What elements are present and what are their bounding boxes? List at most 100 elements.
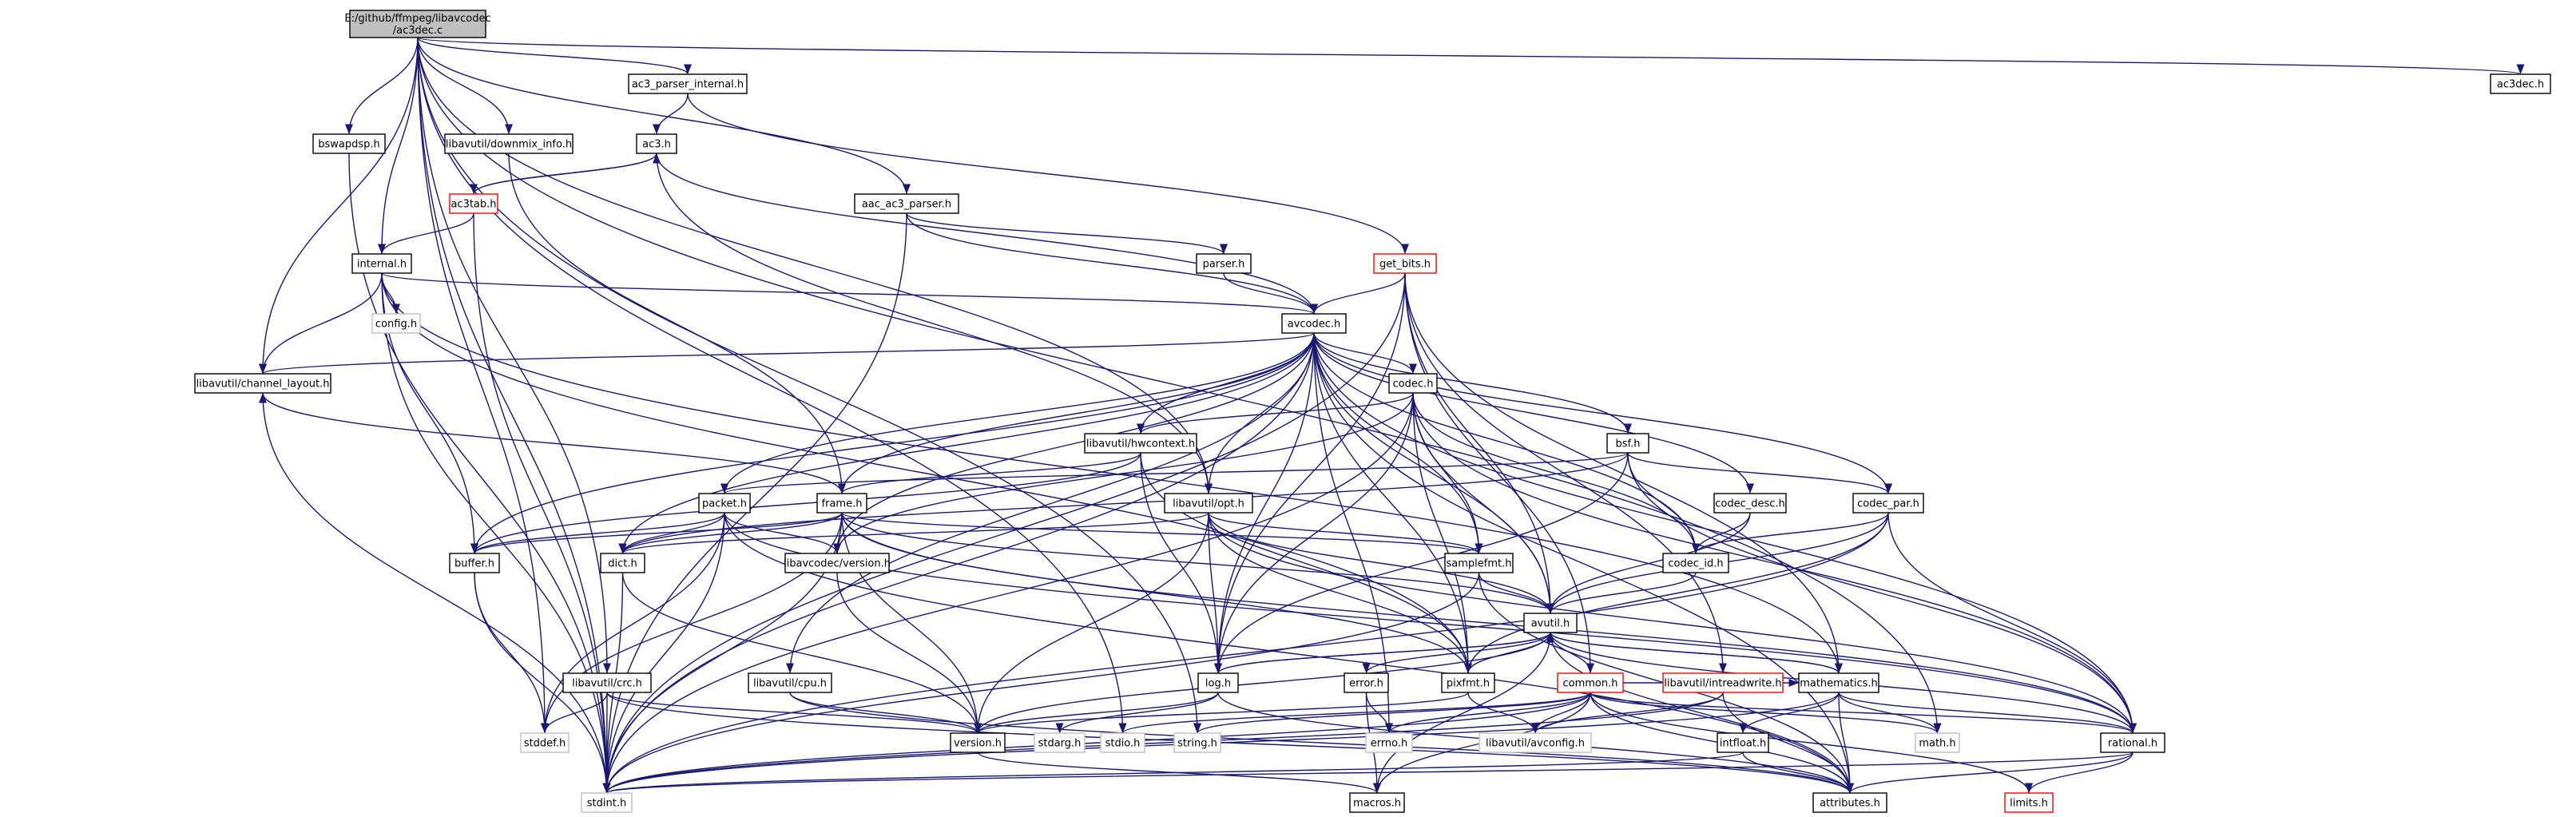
- node-attributes[interactable]: attributes.h: [1812, 792, 1887, 813]
- edge-frame-to-samplefmt: [841, 512, 1483, 554]
- node-crc[interactable]: libavutil/crc.h: [562, 672, 652, 693]
- edge-common-to-stdio: [1118, 692, 1591, 734]
- node-config[interactable]: config.h: [371, 313, 421, 334]
- node-math[interactable]: math.h: [1915, 732, 1960, 753]
- node-stdarg[interactable]: stdarg.h: [1034, 732, 1086, 753]
- node-intfloat[interactable]: intfloat.h: [1717, 732, 1769, 753]
- node-codec_desc[interactable]: codec_desc.h: [1713, 493, 1787, 514]
- node-packet[interactable]: packet.h: [698, 493, 751, 514]
- edge-ac3_h-to-avcodec: [656, 153, 1318, 315]
- node-box: [1798, 672, 1879, 693]
- node-label: attributes.h: [1820, 798, 1880, 810]
- edge-ac3tab-to-stdint: [473, 212, 611, 794]
- node-cpu[interactable]: libavutil/cpu.h: [748, 672, 832, 693]
- edge-crc-to-version: [606, 692, 982, 734]
- edge-cpu-to-attributes: [789, 692, 1854, 794]
- edge-opt-to-dict: [618, 512, 1209, 554]
- node-frame[interactable]: frame.h: [816, 493, 867, 514]
- node-avcodec[interactable]: avcodec.h: [1281, 313, 1347, 334]
- edge-codec-to-stdint: [602, 392, 1414, 794]
- node-hwcontext[interactable]: libavutil/hwcontext.h: [1084, 433, 1197, 454]
- edge-frame-to-channel_layout: [259, 392, 843, 494]
- edge-frame-to-pixfmt: [841, 512, 1472, 674]
- edge-opt-to-log: [1208, 512, 1223, 674]
- node-string[interactable]: string.h: [1173, 732, 1221, 753]
- edge-mathematics-to-rational: [1838, 692, 2137, 734]
- node-box: [1196, 253, 1252, 274]
- edge-packet-to-dict: [618, 512, 725, 554]
- node-avconfig[interactable]: libavutil/avconfig.h: [1479, 732, 1592, 753]
- edge-avutil-to-macros: [1372, 632, 1551, 794]
- node-version[interactable]: version.h: [950, 732, 1006, 753]
- node-label: mathematics.h: [1800, 678, 1878, 690]
- node-ac3_parser_internal[interactable]: ac3_parser_internal.h: [628, 73, 748, 94]
- node-box: [816, 493, 867, 514]
- node-box: [1662, 672, 1784, 693]
- node-mathematics[interactable]: mathematics.h: [1798, 672, 1879, 693]
- node-common[interactable]: common.h: [1557, 672, 1624, 693]
- node-box: [1034, 732, 1086, 753]
- node-stddef[interactable]: stddef.h: [520, 732, 570, 753]
- node-macros[interactable]: macros.h: [1349, 792, 1405, 813]
- node-errno[interactable]: errno.h: [1365, 732, 1413, 753]
- edge-root-to-ac3_parser_internal: [417, 37, 692, 75]
- node-bsf[interactable]: bsf.h: [1606, 433, 1649, 454]
- node-pixfmt[interactable]: pixfmt.h: [1441, 672, 1495, 693]
- node-samplefmt[interactable]: samplefmt.h: [1444, 553, 1514, 573]
- edge-opt-to-rational: [1208, 512, 2137, 734]
- node-box: [1388, 373, 1438, 394]
- node-parser[interactable]: parser.h: [1196, 253, 1252, 274]
- node-lavc_version[interactable]: libavcodec/version.h: [784, 553, 891, 573]
- node-label: E:/github/ffmpeg/libavcodec: [344, 13, 490, 25]
- node-codec_par[interactable]: codec_par.h: [1852, 493, 1924, 514]
- edge-avcodec-to-codec_id: [1313, 332, 1700, 554]
- edge-frame-to-avutil: [841, 512, 1554, 614]
- edge-bsf-to-dict: [618, 452, 1629, 554]
- node-aac_ac3_parser[interactable]: aac_ac3_parser.h: [854, 193, 959, 214]
- edge-avcodec-to-packet: [720, 332, 1315, 494]
- node-label: libavutil/opt.h: [1173, 498, 1244, 510]
- node-codec_id[interactable]: codec_id.h: [1662, 553, 1729, 573]
- edge-common-to-stdint: [602, 692, 1591, 794]
- edge-frame-to-rational: [841, 512, 2137, 734]
- edge-avutil-to-attributes: [1550, 632, 1854, 794]
- edge-mathematics-to-attributes: [1838, 692, 1855, 794]
- node-codec[interactable]: codec.h: [1388, 373, 1438, 394]
- edge-avcodec-to-log: [1213, 332, 1315, 674]
- node-channel_layout[interactable]: libavutil/channel_layout.h: [194, 373, 331, 394]
- edge-get_bits-to-stdint: [602, 272, 1406, 794]
- node-stdio[interactable]: stdio.h: [1100, 732, 1145, 753]
- node-bswapdsp[interactable]: bswapdsp.h: [312, 133, 386, 154]
- node-buffer[interactable]: buffer.h: [449, 553, 500, 573]
- node-limits[interactable]: limits.h: [2004, 792, 2054, 813]
- edge-packet-to-buffer: [470, 512, 725, 554]
- node-root[interactable]: E:/github/ffmpeg/libavcodec/ac3dec.c: [344, 10, 491, 38]
- node-ac3dec_h[interactable]: ac3dec.h: [2490, 73, 2551, 94]
- node-rational[interactable]: rational.h: [2100, 732, 2165, 753]
- node-error[interactable]: error.h: [1344, 672, 1389, 693]
- node-log[interactable]: log.h: [1197, 672, 1239, 693]
- node-stdint[interactable]: stdint.h: [581, 792, 633, 813]
- node-label: codec_id.h: [1668, 558, 1723, 570]
- node-downmix_info[interactable]: libavutil/downmix_info.h: [444, 133, 574, 154]
- edge-avcodec-to-bsf: [1313, 332, 1632, 434]
- edge-avcodec-to-attributes: [1313, 332, 1855, 794]
- node-box: [1479, 732, 1592, 753]
- node-opt[interactable]: libavutil/opt.h: [1164, 493, 1253, 514]
- node-get_bits[interactable]: get_bits.h: [1373, 253, 1437, 274]
- node-internal[interactable]: internal.h: [351, 253, 412, 274]
- node-box: [1852, 493, 1924, 514]
- edge-aac_ac3_parser-to-avcodec: [906, 212, 1318, 315]
- node-ac3_h[interactable]: ac3.h: [636, 133, 677, 154]
- node-ac3tab[interactable]: ac3tab.h: [449, 193, 498, 214]
- node-intreadwrite[interactable]: libavutil/intreadwrite.h: [1662, 672, 1784, 693]
- node-avutil[interactable]: avutil.h: [1523, 613, 1578, 633]
- node-box: [784, 553, 890, 573]
- node-box: [1344, 672, 1389, 693]
- edge-codec-to-rational: [1412, 392, 2137, 734]
- edge-bsf-to-rational: [1627, 452, 2137, 734]
- node-dict[interactable]: dict.h: [600, 553, 645, 573]
- node-label: libavutil/crc.h: [572, 678, 642, 690]
- edge-get_bits-to-common: [1404, 272, 1595, 674]
